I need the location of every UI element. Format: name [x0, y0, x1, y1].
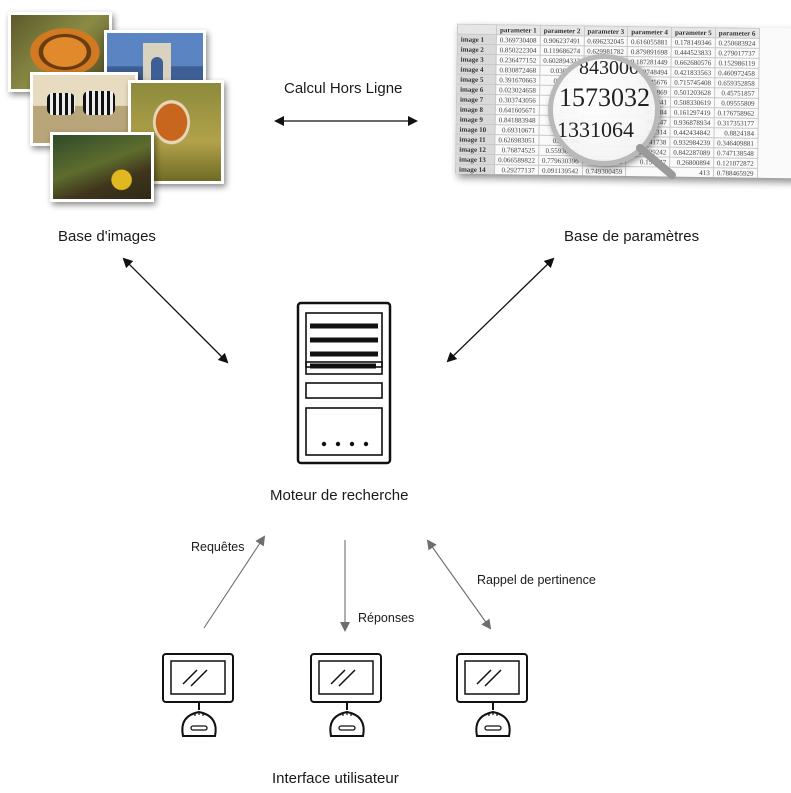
- table-cell: 0.906237491: [540, 35, 584, 46]
- table-cell: 0.119686274: [539, 45, 584, 56]
- table-cell: 0.250683924: [715, 37, 759, 49]
- table-cell: 0.236477152: [495, 54, 540, 66]
- table-header-cell: parameter 2: [540, 25, 585, 36]
- table-cell: 0.45751857: [714, 87, 759, 99]
- table-cell: image 8: [456, 104, 496, 115]
- table-cell: 0.662680576: [670, 57, 715, 68]
- feedback-label: Rappel de pertinence: [477, 573, 596, 587]
- magnified-value-2: 1573032: [559, 83, 650, 112]
- table-cell: 0.879891698: [627, 46, 672, 58]
- computer-monitor-icon: [310, 653, 382, 737]
- table-cell: 0.936878934: [670, 117, 715, 128]
- table-cell: 0.29277137: [494, 164, 539, 176]
- table-cell: image 4: [456, 64, 496, 75]
- table-cell: image 12: [455, 144, 495, 155]
- photo-forest: [50, 132, 154, 202]
- table-cell: 0.626983051: [494, 134, 539, 146]
- table-cell: 0.8824184: [713, 127, 758, 139]
- table-cell: image 10: [456, 124, 496, 135]
- queries-label: Requêtes: [191, 540, 245, 554]
- table-cell: 0.303743056: [495, 94, 540, 106]
- table-cell: 0.841883948: [495, 114, 540, 126]
- table-cell: 0.932984239: [669, 137, 714, 148]
- table-cell: 0.830872468: [495, 64, 540, 76]
- computer-monitor-icon: [162, 653, 234, 737]
- queries-arrow: [203, 535, 266, 629]
- table-cell: 0.747138548: [713, 147, 758, 159]
- table-cell: image 2: [457, 44, 497, 55]
- table-cell: 0.161297419: [670, 107, 715, 118]
- magnified-value-3: 1331064: [557, 117, 634, 142]
- table-cell: 0.696232045: [583, 35, 628, 47]
- table-cell: 0.369730408: [496, 34, 541, 46]
- table-cell: 0.444523833: [671, 47, 716, 58]
- table-header-cell: parameter 3: [583, 25, 628, 37]
- table-cell: 0.508330619: [670, 97, 715, 108]
- table-cell: image 6: [456, 84, 496, 95]
- table-cell: 0.715745408: [670, 77, 715, 88]
- table-cell: 0.09555809: [714, 97, 759, 109]
- image-base-engine-arrow: [122, 257, 229, 364]
- computer-monitor-icon: [456, 653, 528, 737]
- table-cell: 0.121072872: [713, 157, 758, 169]
- param-base-engine-arrow: [446, 257, 555, 363]
- table-cell: 0.616055881: [627, 36, 672, 48]
- table-cell: 0.850222304: [496, 44, 541, 56]
- table-cell: 0.066589822: [494, 154, 539, 166]
- ui-label: Interface utilisateur: [272, 770, 399, 787]
- table-cell: 0.391670663: [495, 74, 540, 86]
- table-header-cell: parameter 1: [496, 24, 541, 36]
- table-cell: image 1: [457, 34, 497, 45]
- table-cell: [625, 166, 670, 178]
- table-cell: 0.659352858: [714, 77, 759, 89]
- table-header-cell: parameter 5: [671, 27, 716, 38]
- table-cell: 0.76874525: [494, 144, 539, 156]
- table-cell: 0.641605671: [495, 104, 540, 116]
- table-cell: 0.460972458: [714, 67, 759, 79]
- table-header-cell: parameter 6: [715, 27, 760, 39]
- table-cell: 0.421833563: [670, 67, 715, 78]
- magnifying-glass-icon: 843000 1573032 1331064: [548, 54, 660, 166]
- image-base-label: Base d'images: [58, 228, 156, 245]
- table-cell: image 14: [455, 164, 495, 175]
- engine-label: Moteur de recherche: [270, 487, 409, 504]
- table-header-cell: parameter 4: [627, 26, 672, 38]
- table-cell: 0.788465929: [713, 167, 758, 179]
- table-cell: 0.501203628: [670, 87, 715, 98]
- table-cell: image 7: [456, 94, 496, 105]
- server-tower-icon: [296, 301, 392, 465]
- table-cell: 0.176758962: [714, 107, 758, 119]
- feedback-arrow: [426, 539, 492, 630]
- table-cell: 0.091139542: [538, 165, 583, 176]
- table-cell: 0.279017737: [714, 47, 759, 59]
- table-cell: 413: [669, 167, 714, 178]
- table-cell: image 9: [456, 114, 496, 125]
- table-cell: 0.023024658: [495, 84, 540, 96]
- table-cell: image 5: [456, 74, 496, 85]
- responses-label: Réponses: [358, 611, 415, 625]
- table-cell: 0.346409881: [713, 137, 758, 149]
- table-cell: 0.442434842: [670, 127, 714, 138]
- magnified-value-1: 843000: [579, 57, 639, 79]
- table-cell: 0.69310671: [495, 124, 539, 136]
- param-base-label: Base de paramètres: [564, 228, 700, 245]
- table-cell: 0.317353177: [713, 117, 758, 129]
- table-cell: 0.178149346: [671, 37, 716, 48]
- table-cell: 0.152986119: [714, 57, 759, 69]
- table-cell: image 3: [456, 54, 497, 65]
- table-cell: image 11: [455, 134, 496, 145]
- table-cell: image 13: [455, 154, 495, 165]
- table-header-cell: [457, 24, 497, 35]
- offline-label: Calcul Hors Ligne: [284, 80, 403, 97]
- table-cell: 0.842287089: [669, 147, 714, 158]
- table-cell: 0.749300459: [581, 165, 626, 177]
- table-cell: 0.26800894: [669, 157, 714, 168]
